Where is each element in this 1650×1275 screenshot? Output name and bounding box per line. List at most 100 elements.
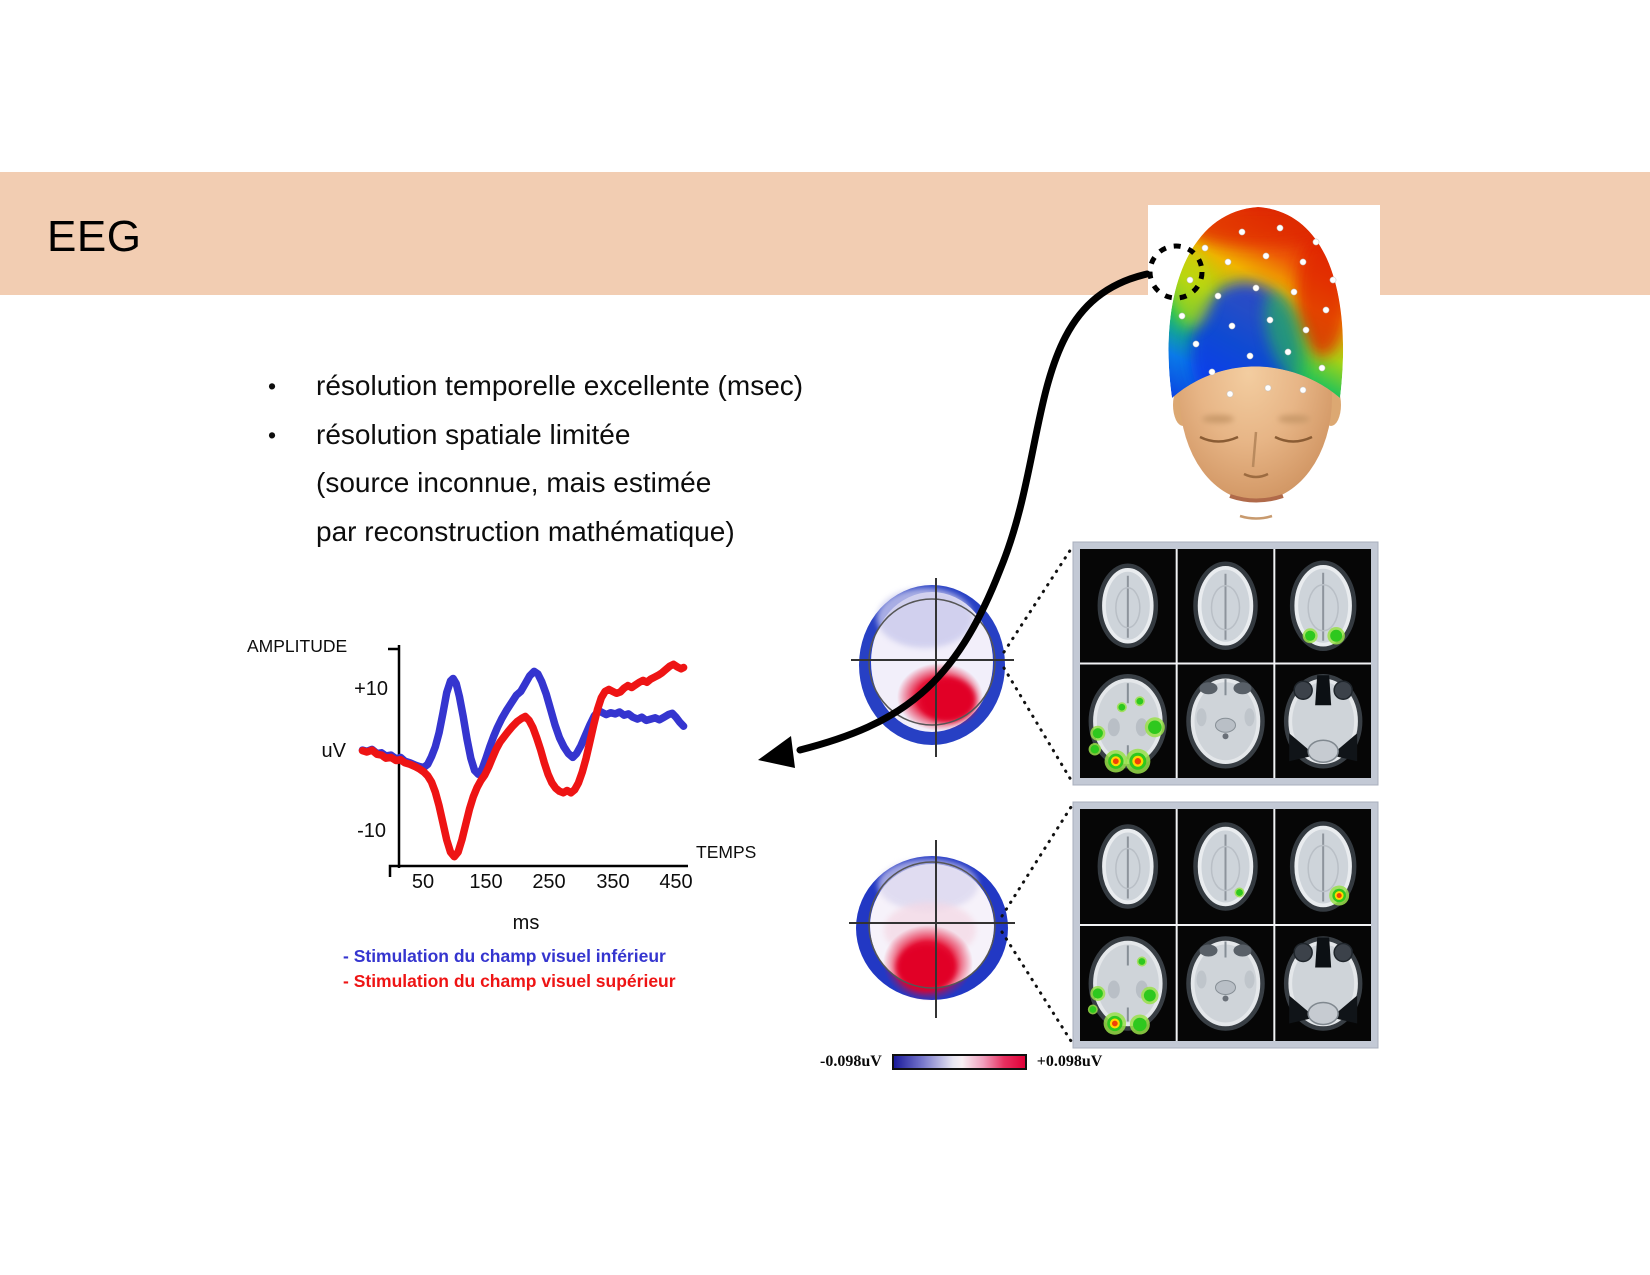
topo1-blue-wash [877, 588, 973, 648]
bullet-text: par reconstruction mathématique) [316, 515, 735, 547]
legend-item-superior: - Stimulation du champ visuel supérieur [343, 970, 676, 991]
electrode-dot [1302, 326, 1310, 334]
x-tick-350: 350 [596, 871, 629, 893]
source-topography-map-1 [851, 578, 1014, 757]
electrode-dot [1186, 276, 1194, 284]
left-brow-shade [1202, 415, 1234, 423]
axial-brain-slice [1193, 822, 1258, 911]
bullet-item: par reconstruction mathématique) [268, 516, 803, 565]
connector-top-upper [1002, 547, 1073, 654]
source-topography-map-2 [849, 840, 1015, 1018]
axial-brain-slice [1186, 936, 1265, 1031]
erp-chart: AMPLITUDE uV +10 -10 50 150 250 350 450 … [247, 636, 756, 934]
y-tick-plus10: +10 [354, 678, 388, 700]
slide-title: EEG [47, 212, 142, 261]
colorbar-min-label: -0.098uV [820, 1053, 882, 1070]
y-axis-title: AMPLITUDE [247, 636, 347, 656]
electrode-dot [1299, 258, 1307, 266]
electrode-dot [1299, 386, 1307, 394]
topo1-head-outline [868, 598, 996, 726]
erp-curve-superior-field [358, 660, 688, 861]
electrode-dot [1284, 348, 1292, 356]
x-axis-title: TEMPS [696, 842, 756, 862]
bullet-list: • résolution temporelle excellente (msec… [268, 370, 803, 564]
connector-top-lower [1002, 666, 1073, 782]
x-axis-unit: ms [513, 912, 540, 934]
x-axis-line [388, 864, 688, 877]
electrode-dot [1246, 352, 1254, 360]
axial-brain-slice [1289, 560, 1357, 651]
connector-bottom-lower [1000, 930, 1073, 1043]
axial-brain-slice [1087, 936, 1168, 1035]
lips [1229, 494, 1284, 503]
electrode-dot [1264, 384, 1272, 392]
y-axis-unit: uV [322, 740, 347, 762]
electrode-dot [1276, 224, 1284, 232]
electrode-dot [1178, 312, 1186, 320]
bullet-item: • résolution temporelle excellente (msec… [268, 370, 803, 419]
x-tick-250: 250 [532, 871, 565, 893]
electrode-dot [1266, 316, 1274, 324]
electrode-dot [1201, 244, 1209, 252]
electrode-dot [1214, 292, 1222, 300]
electrode-dot [1322, 306, 1330, 314]
electrode-dot [1238, 228, 1246, 236]
bullet-marker: • [268, 421, 277, 448]
amplitude-colorbar: -0.098uV +0.098uV [820, 1053, 1102, 1071]
topo2-blue-wash [878, 859, 978, 911]
x-tick-450: 450 [659, 871, 692, 893]
axial-brain-slice [1283, 674, 1363, 769]
head-topography-figure [1147, 205, 1380, 520]
bullet-marker [268, 516, 316, 519]
electrode-dot [1208, 368, 1216, 376]
colorbar-max-label: +0.098uV [1036, 1053, 1103, 1070]
electrode-dot [1228, 322, 1236, 330]
axial-brain-slice [1186, 674, 1265, 769]
brain-slice-grids [1072, 541, 1379, 1049]
face-features [1199, 431, 1313, 520]
electrode-dot [1290, 288, 1298, 296]
bullet-item: (source inconnue, mais estimée [268, 467, 803, 516]
bullet-text: résolution temporelle excellente (msec) [316, 370, 804, 401]
axial-brain-slice [1097, 563, 1159, 648]
x-tick-50: 50 [412, 871, 434, 893]
legend-item-inferior: - Stimulation du champ visuel inférieur [343, 946, 666, 966]
bullet-marker: • [268, 373, 277, 399]
electrode-highlight-dashed-circle [1147, 243, 1205, 301]
bullet-item: • résolution spatiale limitée [268, 419, 803, 468]
topo1-red-core [920, 678, 976, 722]
electrode-dots [1178, 224, 1337, 398]
colorbar-gradient [891, 1054, 1027, 1070]
brain-slice-grid-1 [1072, 541, 1379, 786]
nostrils [1243, 472, 1269, 479]
bullet-text: (source inconnue, mais estimée [316, 467, 712, 498]
electrode-dot [1312, 238, 1320, 246]
axial-brain-slice [1283, 936, 1363, 1031]
bullet-marker [268, 467, 316, 470]
brain-slice-grid-2 [1072, 801, 1379, 1049]
arrowhead [758, 736, 795, 768]
axial-brain-slice [1193, 561, 1258, 650]
right-eye-closed [1274, 435, 1313, 443]
connector-bottom-upper [1000, 805, 1073, 918]
x-tick-150: 150 [469, 871, 502, 893]
left-eye-closed [1199, 435, 1239, 443]
topo2-red-core [896, 944, 956, 992]
axial-brain-slice [1289, 821, 1357, 912]
electrode-dot [1252, 284, 1260, 292]
electrode-dot [1262, 252, 1270, 260]
y-tick-minus10: -10 [357, 820, 386, 842]
right-brow-shade [1278, 415, 1310, 423]
electrode-dot [1224, 258, 1232, 266]
chart-legend: - Stimulation du champ visuel inférieur … [343, 944, 676, 993]
electrode-dot [1329, 276, 1337, 284]
arrow-shaft [796, 270, 1151, 754]
axial-brain-slice [1088, 674, 1168, 774]
topo2-crosshair [849, 840, 1015, 1018]
axial-brain-slice [1097, 824, 1159, 909]
electrode-dot [1192, 340, 1200, 348]
bullet-text: résolution spatiale limitée [316, 418, 631, 450]
electrode-dot [1226, 390, 1234, 398]
